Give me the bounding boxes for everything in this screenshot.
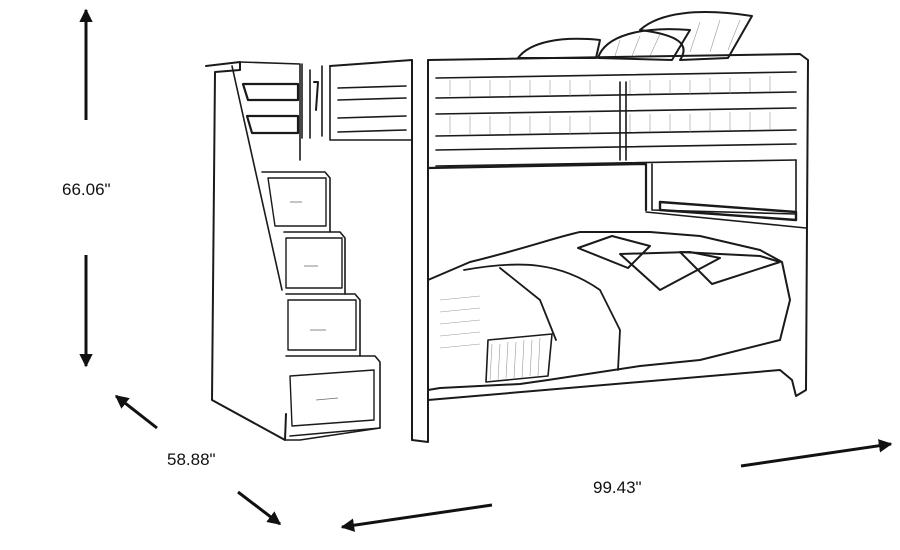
depth-dimension-label: 58.88" (167, 450, 216, 469)
height-dimension-label: 66.06" (62, 180, 111, 199)
depth-arrow-back (114, 394, 158, 430)
depth-arrow-front (237, 490, 282, 526)
depth-dimension-arrows (114, 394, 282, 526)
staircase-steps (261, 171, 381, 441)
width-arrow-right (740, 439, 893, 468)
width-dimension-label: 99.43" (593, 478, 642, 497)
bunk-frame (329, 53, 809, 443)
width-dimension-arrows (340, 439, 893, 532)
staircase-panel (205, 61, 323, 441)
width-arrow-left (340, 503, 493, 532)
top-bunk-pillows (517, 11, 753, 61)
lower-bunk-bedding (427, 231, 791, 391)
